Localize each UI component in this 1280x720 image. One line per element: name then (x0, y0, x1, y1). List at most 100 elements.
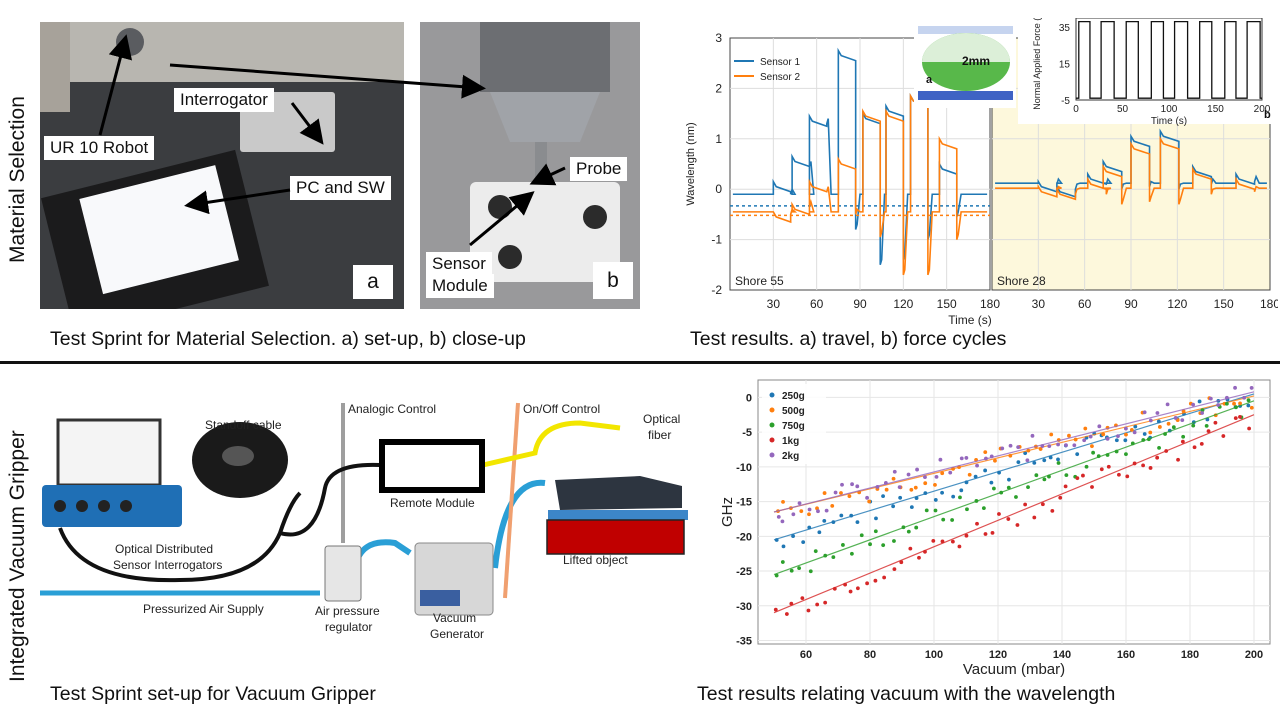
scatter-point-750g (974, 499, 979, 503)
arrow-robot-closeup (169, 63, 486, 99)
scatter-point-750g (1224, 401, 1229, 406)
scatter-point-250g (774, 538, 779, 542)
legend-label-2kg: 2kg (782, 451, 799, 462)
wl-xtick-label: 180 (980, 297, 1000, 311)
wl-xtick-label: 120 (893, 297, 913, 311)
scatter-point-1kg (983, 532, 988, 536)
callout-sensor: Sensor (426, 252, 492, 274)
scatter-xtick-label: 180 (1181, 649, 1199, 661)
wl-xtick-label: 90 (1124, 297, 1138, 311)
wl-series-2-panel-1 (995, 135, 1267, 205)
scatter-point-1kg (855, 586, 860, 591)
fiber-line (482, 420, 621, 468)
scatter-point-2kg (1064, 443, 1068, 448)
callout-pc: PC and SW (290, 176, 391, 200)
caption-top-right: Test results. a) travel, b) force cycles (690, 328, 1007, 350)
scatter-point-500g (1067, 433, 1071, 438)
scatter-point-250g (1023, 451, 1028, 456)
scatter-point-2kg (833, 490, 838, 495)
scatter-point-750g (1181, 434, 1186, 439)
scatter-ytick-label: -5 (742, 427, 752, 439)
scatter-point-2kg (897, 485, 902, 490)
label-regulator-1: Air pressure (315, 604, 380, 618)
wl-legend-label-2: Sensor 2 (760, 72, 800, 83)
scatter-point-750g (859, 533, 864, 538)
scatter-point-2kg (780, 519, 785, 524)
scatter-point-250g (1114, 438, 1119, 443)
scatter-point-250g (923, 491, 928, 496)
scatter-point-1kg (997, 512, 1001, 516)
scatter-point-750g (1006, 485, 1011, 490)
scatter-point-250g (933, 498, 938, 502)
label-optical-2: fiber (648, 428, 672, 442)
scatter-point-250g (839, 513, 844, 518)
scatter-point-250g (940, 490, 944, 495)
scatter-point-750g (813, 549, 818, 554)
scatter-point-1kg (1090, 485, 1094, 489)
scatter-point-500g (983, 450, 988, 455)
scatter-point-750g (933, 508, 938, 513)
pressure-regulator (324, 545, 362, 602)
scatter-point-250g (855, 520, 860, 525)
scatter-point-250g (1032, 460, 1037, 465)
force-ylabel: Normal Applied Force (N) (1032, 18, 1042, 110)
scatter-point-250g (822, 518, 827, 523)
scatter-point-750g (981, 506, 986, 511)
label-regulator-2: regulator (325, 620, 373, 634)
scatter-point-1kg (1164, 449, 1169, 453)
scatter-point-750g (1234, 405, 1238, 410)
force-xtick-label: 100 (1161, 104, 1178, 115)
scatter-point-1kg (899, 560, 904, 565)
scatter-point-1kg (990, 530, 995, 535)
wl-series-2-panel-0 (732, 92, 988, 276)
photo-b-tag: b (593, 262, 633, 299)
scatter-point-1kg (832, 586, 837, 591)
scatter-point-500g (993, 458, 997, 463)
scatter-point-250g (1048, 455, 1053, 460)
scatter-point-750g (1114, 449, 1119, 454)
scatter-point-250g (973, 474, 978, 479)
inset-a-sensor-top (922, 33, 1010, 62)
scatter-point-1kg (1141, 463, 1146, 468)
scatter-point-750g (1146, 437, 1151, 442)
scatter-point-2kg (1008, 443, 1013, 448)
scatter-point-2kg (1123, 426, 1128, 431)
scatter-ytick-label: -10 (736, 462, 752, 474)
arrow-interrogator (290, 102, 324, 145)
scatter-point-1kg (1032, 515, 1037, 520)
scatter-point-750g (991, 486, 996, 491)
scatter-point-500g (1157, 425, 1162, 429)
scatter-point-2kg (850, 482, 854, 487)
scatter-point-1kg (1075, 476, 1080, 481)
inset-a-top-plate (918, 26, 1013, 34)
force-ytick-label: 15 (1059, 60, 1071, 71)
scatter-point-2kg (1030, 433, 1035, 438)
scatter-point-250g (951, 494, 956, 499)
legend-marker-250g (769, 392, 775, 398)
scatter-point-1kg (800, 596, 805, 601)
remote-cable (279, 462, 381, 537)
scatter-point-2kg (984, 456, 988, 461)
scatter-point-750g (1130, 441, 1135, 446)
scatter-point-2kg (840, 482, 844, 487)
scatter-point-250g (997, 470, 1001, 475)
scatter-point-1kg (806, 608, 811, 613)
scatter-point-750g (1064, 473, 1069, 478)
scatter-point-2kg (807, 507, 812, 512)
scatter-point-2kg (934, 474, 939, 479)
label-standoff: Standoff cable (205, 418, 282, 432)
scatter-point-500g (1249, 405, 1254, 410)
scatter-point-1kg (882, 575, 887, 580)
photo-arrows (98, 34, 566, 247)
scatter-point-1kg (957, 544, 962, 549)
scatter-point-2kg (1000, 446, 1005, 451)
inset-a-bottom-plate (918, 91, 1013, 100)
wl-ytick-label: -1 (711, 233, 722, 247)
force-xlabel: Time (s) (1151, 116, 1187, 127)
scatter-point-750g (1246, 398, 1251, 403)
scatter-point-1kg (1063, 484, 1068, 489)
scatter-point-2kg (1047, 444, 1052, 449)
scatter-point-750g (1096, 454, 1101, 459)
